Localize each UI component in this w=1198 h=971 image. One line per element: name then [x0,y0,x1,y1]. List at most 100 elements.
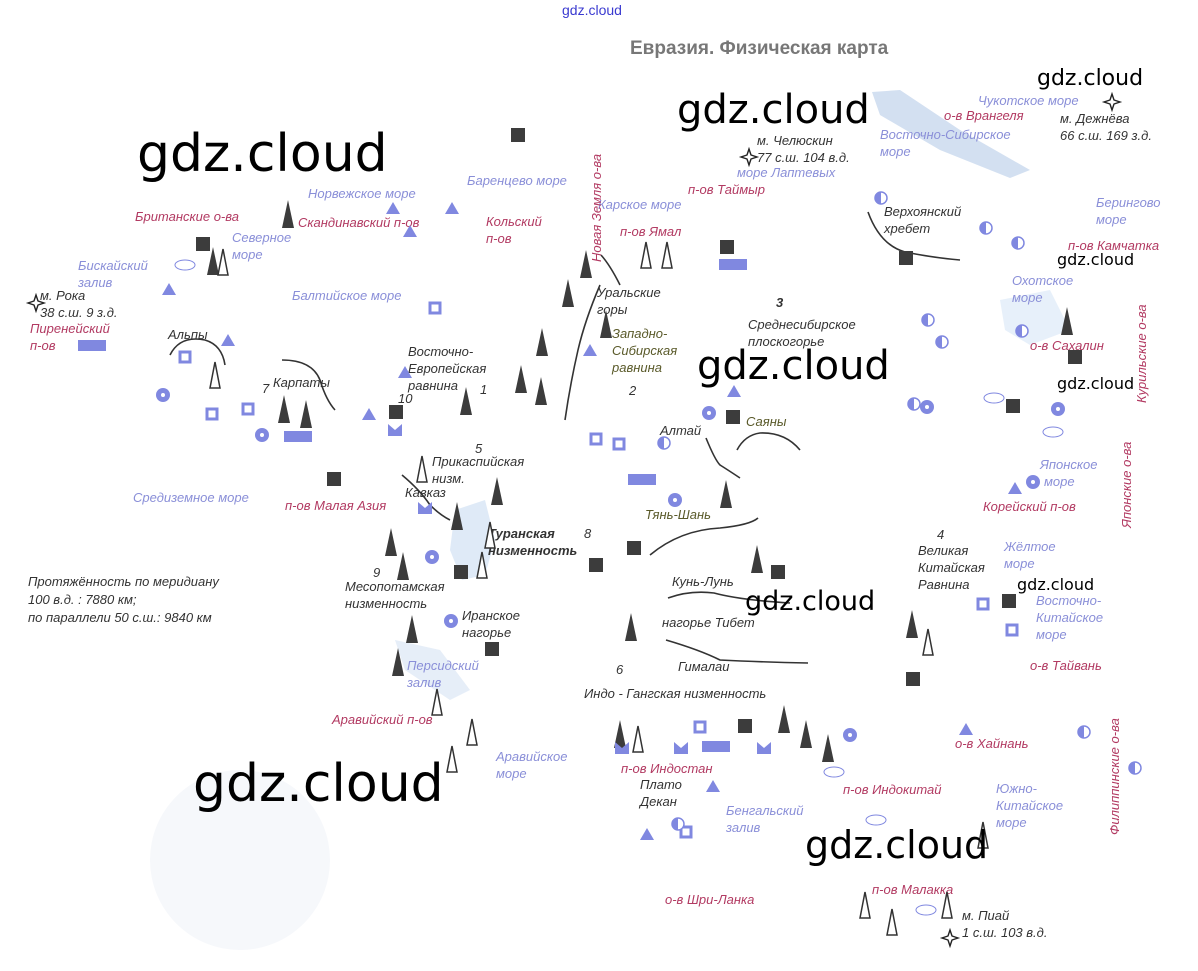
watermark: gdz.cloud [677,87,870,133]
alps-line [169,338,226,366]
label-line: нагорье [462,625,512,640]
gas-outline-icon [209,361,221,389]
tin-ore-icon-half [672,818,678,830]
globe-outline-southwest [150,770,330,950]
label-line: море [996,815,1027,830]
extreme-point-star-icon [25,292,47,314]
ore-deposit-icon [1008,482,1022,494]
label-alps: Альпы [168,327,208,342]
coal-deposit-icon [906,672,920,686]
uranium-ore-icon-center [1031,480,1035,484]
label-line: море [1096,212,1127,227]
extreme-point-star-icon [939,927,961,949]
map-title: Евразия. Физическая карта [630,38,889,59]
gas-outline-icon [431,688,443,716]
label-sayan: Саяны [746,414,787,429]
label-yamal-peninsula: п-ов Ямал [620,224,682,239]
label-hindustan: п-ов Индостан [621,761,713,776]
coal-deposit-icon [1002,594,1016,608]
tin-ore-icon-half [1129,762,1135,774]
uranium-ore-icon-center [673,498,677,502]
label-line: Плато [640,777,682,792]
oil-mountain-icon [515,365,527,393]
label-line: Сибирская [612,343,678,358]
iron-ore-icon [719,259,747,270]
uranium-ore-icon-center [925,405,929,409]
coal-deposit-icon [454,565,468,579]
metal-ore-icon [693,720,707,734]
ore-deposit-icon [398,366,412,378]
metal-ore-icon [1005,623,1019,637]
extreme-point-star-icon [738,146,760,168]
label-line: Персидский [407,658,479,673]
gas-outline-icon [640,241,652,269]
label-line: низменность [345,596,428,611]
metal-ore-icon [976,597,990,611]
watermark: gdz.cloud [745,586,876,617]
gas-outline-icon [217,248,229,276]
coal-deposit-icon [327,472,341,486]
label-tibet: нагорье Тибет [662,615,755,630]
gas-outline-icon [466,718,478,746]
note-line: по параллели 50 с.ш.: 9840 км [28,610,212,625]
iron-ore-icon [78,340,106,351]
coal-deposit-icon [389,405,403,419]
tin-ore-icon-half [936,336,942,348]
coal-deposit-icon [1068,350,1082,364]
label-indochina: п-ов Индокитай [843,782,942,797]
tin-ore-icon-half [658,437,664,449]
persian-gulf-shading [395,640,470,700]
label-kunlun: Кунь-Лунь [672,574,734,589]
altai-line [705,437,741,479]
oil-mountain-icon [822,734,834,762]
tin-ore-icon-half [908,398,914,410]
oil-mountain-icon [1061,307,1073,335]
label-himalaya: Гималаи [678,659,730,674]
label-line: залив [726,820,761,835]
label-line: Жёлтое [1004,539,1056,554]
oil-mountain-icon [600,310,612,338]
region-number-7: 7 [262,381,270,396]
label-chukchi-sea: Чукотское море [978,93,1079,108]
label-barents-sea: Баренцево море [467,173,567,188]
label-line: Японское [1040,457,1098,472]
oil-mountain-icon [460,387,472,415]
gas-outline-icon [922,628,934,656]
label-line: Китайская [918,560,985,575]
label-line: хребет [884,221,931,236]
metal-ore-icon [241,402,255,416]
label-line: 1 с.ш. 103 в.д. [962,925,1048,940]
label-malacca: п-ов Малакка [872,882,954,897]
coal-deposit-icon [511,128,525,142]
label-line: Великая [918,543,969,558]
tin-ore-icon-half [1012,237,1018,249]
label-laptev-sea: море Лаптевых [737,165,836,180]
oil-mountain-icon [491,477,503,505]
oil-mountain-icon [535,377,547,405]
oil-mountain-icon [300,400,312,428]
label-line: Бенгальский [726,803,804,818]
oil-mountain-icon [614,720,626,748]
region-number-1: 1 [480,382,488,397]
coal-deposit-icon [627,541,641,555]
label-line: м. Челюскин [757,133,833,148]
extreme-point-star-icon [1101,91,1123,113]
potash-salt-icon [757,742,771,754]
uranium-ore-icon-center [430,555,434,559]
label-line: Европейская [408,361,487,376]
label-line: Кольский [486,214,542,229]
label-norwegian-sea: Норвежское море [308,186,416,201]
label-indo-gangetic-plain: Индо - Гангская низменность [584,686,767,701]
